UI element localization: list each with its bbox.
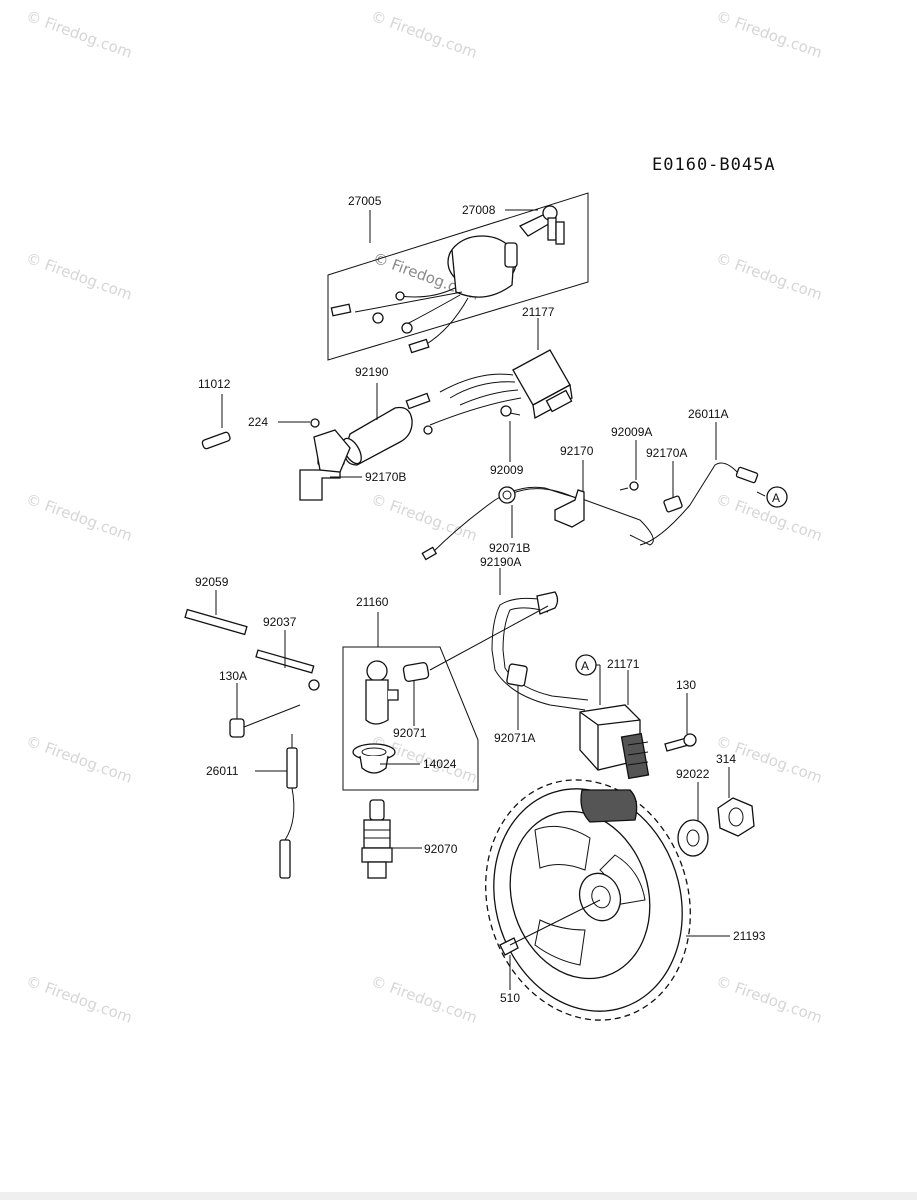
part-label: 130A (219, 669, 247, 683)
part-label: 92071B (489, 541, 530, 555)
part-label: 92170B (365, 470, 406, 484)
footer-strip (0, 1192, 917, 1200)
watermark: © Firedog.com (714, 249, 825, 304)
part-label: 92190 (355, 365, 389, 379)
part-label: 92037 (263, 615, 297, 629)
part-label: 92070 (424, 842, 458, 856)
high-tension-cord (429, 568, 589, 730)
connector-ref: A (772, 491, 780, 505)
watermark: © Firedog.com (24, 7, 135, 62)
connector-ref: A (581, 659, 589, 673)
part-label: 92059 (195, 575, 229, 589)
part-label: 314 (716, 752, 736, 766)
watermark: © Firedog.com (714, 7, 825, 62)
part-label: 26011 (206, 764, 239, 778)
diagram-code: E0160-B045A (652, 155, 776, 175)
ignition-coil: A (575, 654, 697, 780)
part-label: 11012 (198, 377, 231, 391)
part-label: 21160 (356, 595, 389, 609)
part-label: 92071 (393, 726, 427, 740)
part-label: 92170A (646, 446, 687, 460)
part-label: 21193 (733, 929, 766, 943)
lead-wire-group: A (421, 422, 788, 561)
part-label: 14024 (423, 757, 457, 771)
watermark: © Firedog.com (24, 490, 135, 545)
watermark: © Firedog.com (24, 249, 135, 304)
spark-plug-cap-kit (342, 612, 479, 791)
part-label: 92009A (611, 425, 652, 439)
part-label: 92170 (560, 444, 594, 458)
left-clamp-group (201, 394, 362, 501)
flywheel (485, 779, 730, 1021)
part-label: 92071A (494, 731, 535, 745)
watermark: © Firedog.com (369, 972, 480, 1027)
part-labels: 27005 27008 21177 92190 11012 224 92170B… (195, 194, 766, 1005)
watermark: © Firedog.com (714, 972, 825, 1027)
left-lower-parts (184, 590, 320, 879)
part-label: 21171 (607, 657, 640, 671)
ignition-switch-kit (327, 192, 589, 361)
part-label: 92190A (480, 555, 521, 569)
part-label: 92022 (676, 767, 710, 781)
washer-and-nut (677, 767, 755, 857)
part-label: 27008 (462, 203, 496, 217)
part-label: 130 (676, 678, 696, 692)
part-label: 26011A (688, 407, 728, 421)
watermark: © Firedog.com (24, 972, 135, 1027)
part-label: 510 (500, 991, 520, 1005)
part-label: 92009 (490, 463, 524, 477)
condenser-and-coil (342, 318, 573, 466)
watermark: © Firedog.com (24, 732, 135, 787)
spark-plug (361, 799, 422, 879)
part-label: 224 (248, 415, 268, 429)
watermark: © Firedog.com (369, 7, 480, 62)
watermark: © Firedog.com (369, 490, 480, 545)
part-label: 21177 (522, 305, 555, 319)
part-label: 27005 (348, 194, 382, 208)
